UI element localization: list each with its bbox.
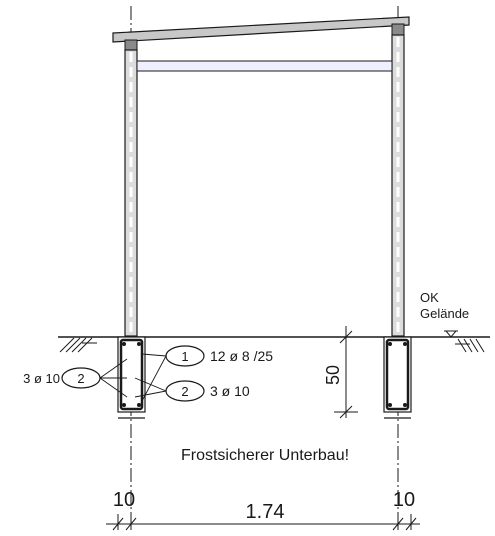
callout-2-right-text: 3 ø 10 [210, 383, 250, 399]
right-foundation [383, 336, 412, 419]
axis-lines [130, 6, 399, 530]
dim-span-label: 1.74 [246, 501, 285, 523]
frost-note: Frostsicherer Unterbau! [181, 447, 349, 464]
depth-dimension [334, 326, 358, 419]
right-post [391, 34, 405, 337]
left-post-cap [124, 39, 138, 51]
callout-2-right: 2 3 ø 10 [165, 380, 250, 402]
depth-dimension-label: 50 [323, 365, 343, 385]
callout-2-left: 2 3 ø 10 [23, 367, 101, 389]
callout-leaders [99, 353, 167, 402]
callout-1-number: 1 [181, 349, 188, 364]
ground-hatch-right [455, 338, 485, 353]
callout-2-left-text: 3 ø 10 [23, 371, 60, 386]
callout-1-text: 12 ø 8 /25 [210, 348, 273, 364]
left-foundation [117, 336, 146, 419]
terrain-label-ok: OK [420, 290, 439, 305]
roof-slab [112, 16, 410, 43]
ground-hatch-left [59, 337, 97, 353]
dim-left-label: 10 [113, 489, 135, 511]
right-post-cap [391, 23, 405, 36]
terrain-label-gelaende: Gelände [420, 306, 469, 321]
terrain-level-marker [444, 330, 458, 338]
callout-1: 1 12 ø 8 /25 [165, 345, 273, 367]
left-post [124, 49, 138, 337]
bottom-dimension-chain [106, 514, 420, 531]
crossbeam [136, 60, 393, 72]
callout-2-left-number: 2 [77, 371, 84, 386]
dim-right-label: 10 [393, 489, 415, 511]
callout-2-right-number: 2 [181, 384, 188, 399]
